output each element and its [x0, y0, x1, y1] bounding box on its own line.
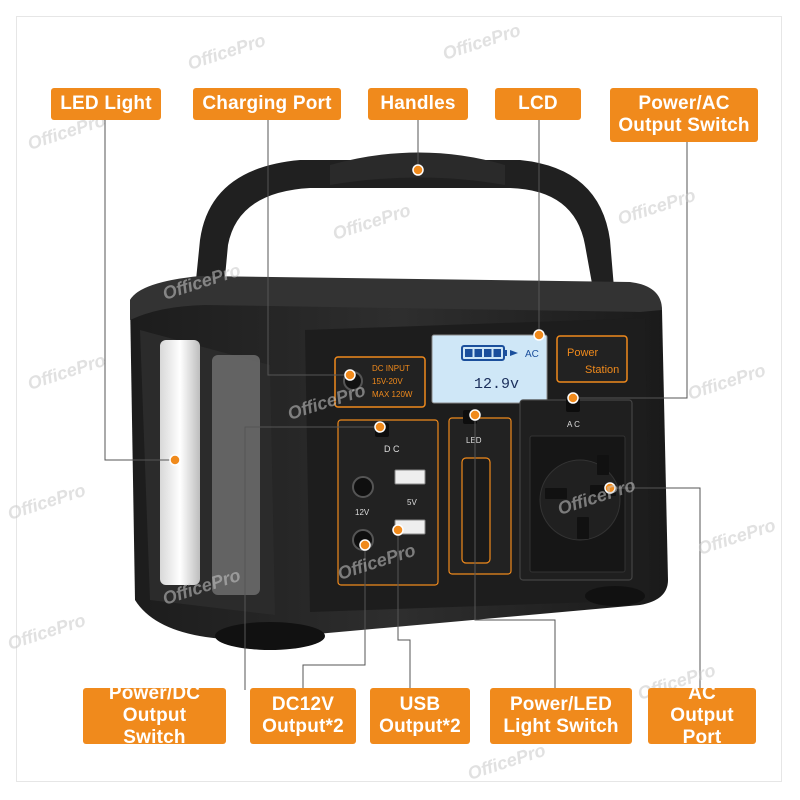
ac-pin-left: [545, 488, 567, 499]
leader-lines: [104, 118, 701, 690]
ac-label: A C: [567, 420, 580, 429]
leader-dc-switch: [244, 426, 380, 690]
dc-label: D C: [384, 444, 400, 454]
leader-usb: [397, 530, 411, 690]
dc12v-port-1: [352, 476, 374, 498]
power-station-line1: Power: [567, 347, 599, 359]
leader-ac-port: [610, 487, 701, 690]
lcd-ac-label: AC: [525, 349, 539, 360]
lcd-screen: [431, 334, 548, 404]
callout-handles: Handles: [368, 88, 468, 120]
lcd-battery-bars: [465, 349, 501, 357]
power-station-panel: [556, 335, 628, 383]
callout-usb-output: USB Output*2: [370, 688, 470, 744]
dc-input-panel: [334, 356, 426, 408]
image-frame: [16, 16, 782, 782]
dc-input-voltage: 15V-20V: [372, 377, 403, 386]
leader-led-switch: [474, 415, 556, 690]
led-label: LED: [466, 436, 482, 445]
handle-opening: [239, 200, 576, 300]
battery-bar: [484, 349, 492, 357]
leader-led-light: [104, 118, 175, 461]
dc-input-power: MAX 120W: [372, 390, 413, 399]
callout-led-light: LED Light: [51, 88, 161, 120]
ac-pin-top: [597, 455, 609, 475]
callout-power-dc-switch: Power/DC Output Switch: [83, 683, 226, 748]
leader-dc12v: [302, 545, 366, 690]
watermark: OfficePro: [465, 740, 548, 784]
watermark: OfficePro: [5, 480, 88, 524]
power-station-line2: Station: [585, 364, 619, 376]
battery-bar: [465, 349, 473, 357]
leader-ac-switch: [573, 140, 688, 399]
callout-ac-output-port: AC Output Port: [648, 683, 756, 748]
handle: [190, 160, 615, 340]
dc-input-title: DC INPUT: [372, 364, 410, 373]
lcd-battery-tip: [504, 350, 507, 356]
lcd-voltage: 12.9v: [474, 376, 519, 393]
watermark: OfficePro: [185, 30, 268, 74]
foot-left: [215, 622, 325, 650]
callout-charging-port: Charging Port: [193, 88, 341, 120]
watermark: OfficePro: [685, 360, 768, 404]
battery-bar: [474, 349, 482, 357]
usb-port-1: [394, 469, 426, 485]
watermark: OfficePro: [615, 185, 698, 229]
watermark: OfficePro: [695, 515, 778, 559]
label-12v: 12V: [355, 508, 370, 517]
callout-lcd: LCD: [495, 88, 581, 120]
callout-power-led-switch: Power/LED Light Switch: [490, 688, 632, 744]
lcd-arrow-icon: [510, 350, 518, 356]
leader-charging-port: [267, 118, 350, 376]
callout-power-ac-switch: Power/AC Output Switch: [610, 88, 758, 142]
ac-socket-face: [539, 459, 621, 541]
leader-dots: [169, 164, 616, 551]
ac-pin-bottom: [577, 517, 589, 539]
watermark: OfficePro: [25, 350, 108, 394]
foot-right: [585, 586, 645, 606]
callout-dc12v-output: DC12V Output*2: [250, 688, 356, 744]
label-5v: 5V: [407, 498, 417, 507]
watermark: OfficePro: [440, 20, 523, 64]
watermark: OfficePro: [5, 610, 88, 654]
led-strip: [461, 457, 491, 564]
battery-bar: [493, 349, 501, 357]
led-lamp-tube-2: [212, 355, 260, 595]
top-ledge: [130, 276, 662, 320]
